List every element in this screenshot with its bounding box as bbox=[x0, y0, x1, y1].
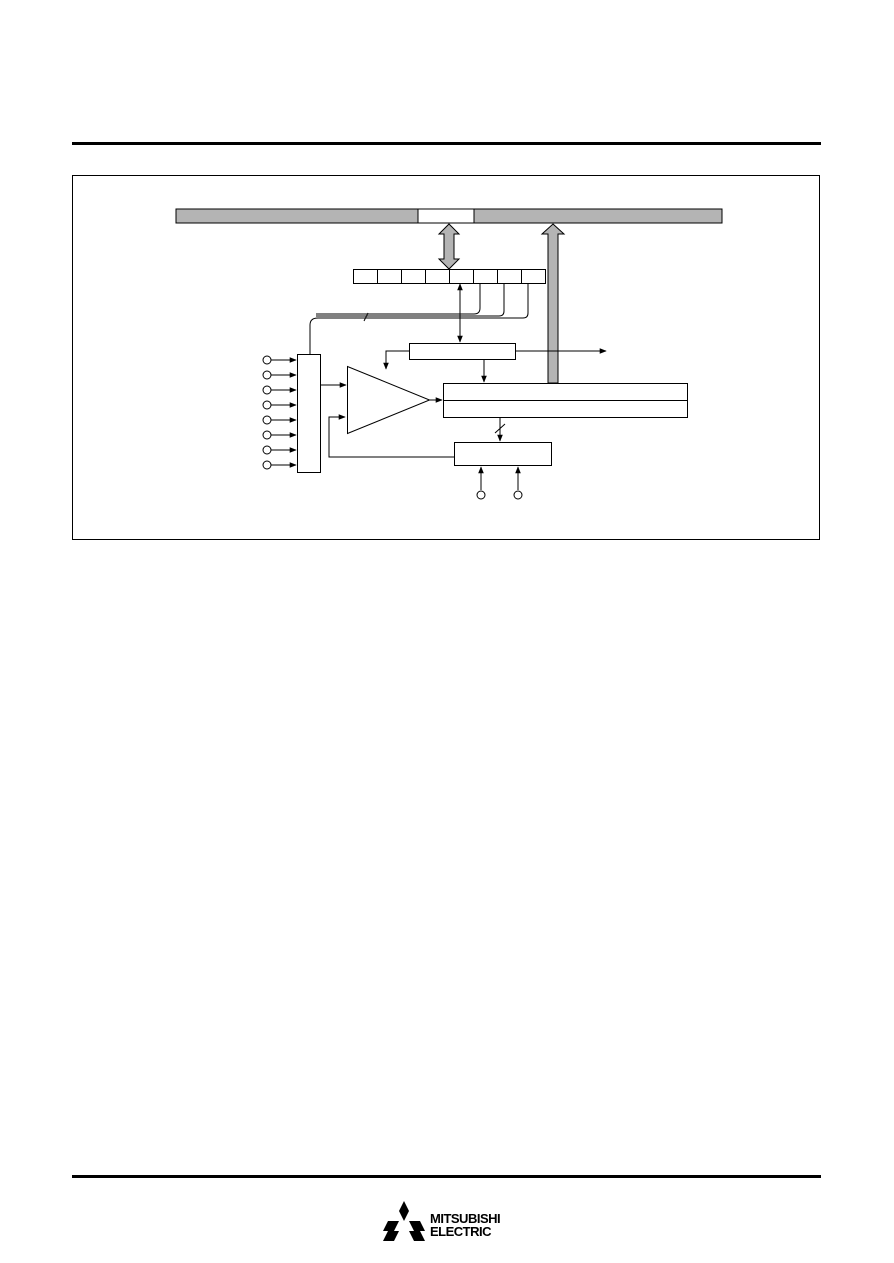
bus-width-slash bbox=[363, 312, 369, 322]
data-bus-left bbox=[175, 208, 419, 224]
comparator bbox=[347, 365, 431, 435]
bus-up-arrow bbox=[540, 223, 566, 384]
brand-name-line2: ELECTRIC bbox=[430, 1224, 492, 1239]
control-register bbox=[353, 269, 546, 284]
vref-pin bbox=[476, 490, 486, 500]
resistor-ladder bbox=[454, 442, 552, 466]
analog-input-pin bbox=[262, 355, 272, 365]
analog-input-pin bbox=[262, 430, 272, 440]
analog-input-pin bbox=[262, 400, 272, 410]
register-bit-cell bbox=[449, 269, 474, 284]
register-bit-cell bbox=[473, 269, 498, 284]
brand-name-line1: MITSUBISHI bbox=[430, 1211, 501, 1226]
data-bus-right bbox=[473, 208, 723, 224]
register-bit-cell bbox=[425, 269, 450, 284]
analog-channel-selector bbox=[297, 354, 321, 473]
register-bit-cell bbox=[401, 269, 426, 284]
analog-input-pin bbox=[262, 385, 272, 395]
mitsubishi-electric-logo: MITSUBISHI ELECTRIC bbox=[382, 1200, 522, 1244]
analog-input-pin bbox=[262, 415, 272, 425]
register-bit-cell bbox=[353, 269, 378, 284]
successive-approximation-register bbox=[409, 343, 516, 360]
footer-rule bbox=[72, 1175, 821, 1178]
bus-bidirectional-arrow bbox=[437, 223, 461, 270]
register-bit-cell bbox=[521, 269, 546, 284]
ladder-bus-slash bbox=[494, 423, 506, 434]
three-diamonds-logo-icon bbox=[383, 1201, 425, 1241]
diagram-frame bbox=[72, 175, 820, 540]
header-rule bbox=[72, 142, 821, 145]
avss-pin bbox=[513, 490, 523, 500]
register-bit-cell bbox=[377, 269, 402, 284]
register-bit-cell bbox=[497, 269, 522, 284]
analog-input-pin bbox=[262, 445, 272, 455]
analog-input-pin bbox=[262, 460, 272, 470]
analog-inputs bbox=[262, 355, 297, 470]
channel-select-lines bbox=[316, 283, 481, 315]
analog-input-pin bbox=[262, 370, 272, 380]
